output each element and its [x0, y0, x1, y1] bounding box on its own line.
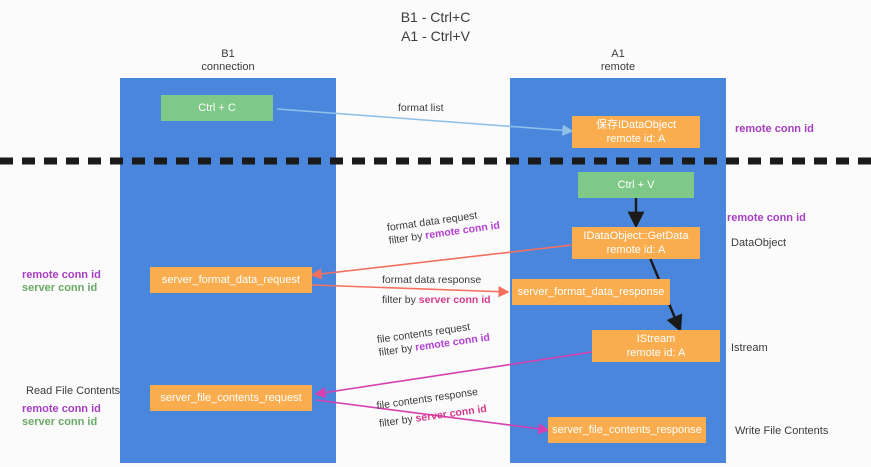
node-istream[interactable]: IStream remote id: A [592, 330, 720, 362]
right-label-remote-conn-id-top: remote conn id [735, 123, 814, 135]
node-ctrl-v[interactable]: Ctrl + V [578, 172, 694, 198]
node-getdata[interactable]: IDataObject::GetData remote id: A [572, 227, 700, 259]
right-label-remote-conn-id-mid: remote conn id [727, 212, 806, 224]
lane-header-b1: B1 connection [120, 48, 336, 74]
lane-header-b1-subtitle: connection [201, 61, 255, 73]
node-save-idataobject[interactable]: 保存IDataObject remote id: A [572, 116, 700, 148]
edge-label-format-data-response-text: format data response [382, 274, 482, 286]
diagram-title-line1: B1 - Ctrl+C [400, 9, 471, 25]
node-server-format-data-request-label: server_format_data_request [161, 274, 301, 286]
diagram-title-line2: A1 - Ctrl+V [401, 28, 470, 44]
node-server-file-contents-response-label: server_file_contents_response [552, 424, 702, 436]
lane-header-a1: A1 remote [510, 48, 726, 74]
right-label-write-file-contents: Write File Contents [735, 425, 829, 437]
node-server-file-contents-request-label: server_file_contents_request [160, 392, 302, 404]
node-istream-label: IStream [636, 333, 676, 345]
left-label-server-conn-id-mid: server conn id [22, 282, 98, 294]
node-istream-sublabel: remote id: A [626, 347, 686, 359]
node-server-file-contents-response[interactable]: server_file_contents_response [548, 417, 706, 443]
left-label-read-file-contents: Read File Contents [26, 385, 121, 397]
edge-label-format-data-response: format data response filter by server co… [382, 274, 491, 307]
node-getdata-sublabel: remote id: A [606, 244, 666, 256]
edge-label-format-list-text: format list [398, 102, 444, 114]
left-label-server-conn-id-bottom: server conn id [22, 416, 98, 428]
edge-label-format-data-response-filter-key: server conn id [418, 294, 491, 306]
edge-label-format-data-response-filter-prefix: filter by [382, 294, 419, 306]
edge-label-file-contents-response-filter-prefix: filter by [378, 412, 417, 430]
node-server-format-data-request[interactable]: server_format_data_request [150, 267, 312, 293]
edge-label-format-list: format list [398, 102, 444, 115]
node-save-idataobject-label: 保存IDataObject [595, 119, 677, 131]
node-server-format-data-response-label: server_format_data_response [517, 286, 665, 298]
edge-label-file-contents-response: file contents response filter by server … [376, 385, 488, 431]
edge-label-file-contents-request: file contents request filter by remote c… [376, 319, 491, 360]
node-save-idataobject-sublabel: remote id: A [606, 133, 666, 145]
node-getdata-label: IDataObject::GetData [583, 230, 689, 242]
node-ctrl-v-label: Ctrl + V [617, 179, 655, 191]
node-ctrl-c-label: Ctrl + C [198, 102, 236, 114]
edge-label-format-data-request: format data request filter by remote con… [386, 207, 501, 248]
right-label-dataobject: DataObject [731, 237, 787, 249]
node-server-format-data-response[interactable]: server_format_data_response [512, 279, 670, 305]
left-label-remote-conn-id-bottom: remote conn id [22, 403, 101, 415]
lane-header-a1-subtitle: remote [600, 61, 636, 73]
lane-header-b1-title: B1 [221, 48, 235, 60]
right-label-istream: Istream [731, 342, 768, 354]
node-server-file-contents-request[interactable]: server_file_contents_request [150, 385, 312, 411]
left-label-remote-conn-id-mid: remote conn id [22, 269, 101, 281]
node-ctrl-c[interactable]: Ctrl + C [161, 95, 273, 121]
diagram-title: B1 - Ctrl+C A1 - Ctrl+V [0, 8, 871, 46]
lane-header-a1-title: A1 [611, 48, 625, 60]
